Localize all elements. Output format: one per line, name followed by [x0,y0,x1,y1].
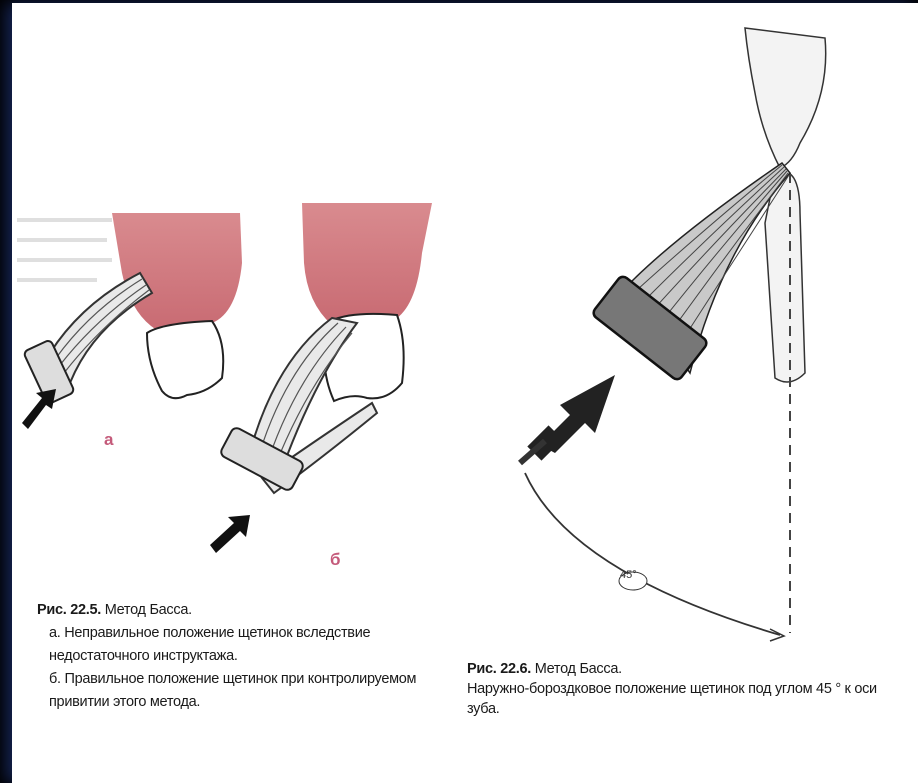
slide-page: а б [12,3,918,783]
arrow-icon [22,389,56,429]
bass-method-illustration-left: а б [12,193,442,583]
figure-a: а [22,213,242,449]
caption-title-line: Рис. 22.5. Метод Басса. [37,599,457,622]
figure-number: Рис. 22.6. [467,661,531,677]
label-a: а [104,430,114,449]
faint-background-text [17,218,112,282]
figure-title: Метод Басса. [535,661,622,677]
caption-title-line: Рис. 22.6. Метод Басса. [467,659,907,679]
caption-item-b: б. Правильное положение щетинок при конт… [37,668,457,714]
caption-fig-22-5: Рис. 22.5. Метод Басса. а. Неправильное … [37,599,457,714]
figure-number: Рис. 22.5. [37,602,101,618]
caption-fig-22-6: Рис. 22.6. Метод Басса. Наружно-бороздко… [467,659,907,719]
angle-arc [525,473,780,635]
caption-description: Наружно-бороздковое положение щетинок по… [467,679,907,719]
figure-b: б [210,203,432,569]
label-b: б [330,550,341,569]
caption-item-a: а. Неправильное положение щетинок вследс… [37,622,457,668]
arrow-icon [210,515,250,553]
tooth-crown [745,28,826,168]
angle-label: 45° [620,569,637,581]
figure-title: Метод Басса. [105,602,192,618]
bass-method-illustration-right [500,13,900,653]
